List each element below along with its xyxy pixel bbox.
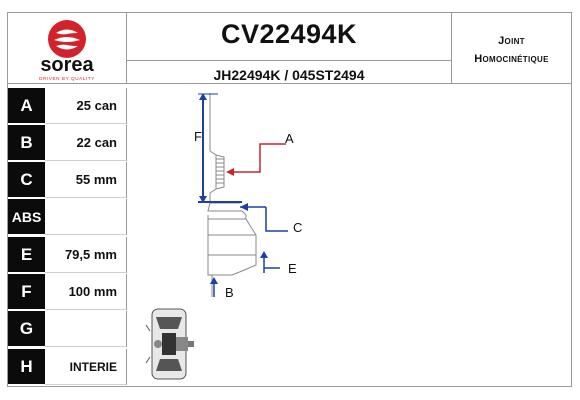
joint-section-icon (145, 308, 194, 380)
spec-value-f: 100 mm (45, 274, 127, 310)
brand-name: sorea (40, 54, 94, 76)
reference-numbers: JH22494K / 045ST2494 (213, 67, 365, 83)
product-type-line2: Homocinétique (474, 53, 549, 65)
spec-value-g (45, 311, 127, 347)
spec-letter-abs: ABS (8, 199, 45, 235)
product-type-line1: Joint (498, 35, 525, 47)
label-c: C (293, 220, 302, 235)
title-divider (127, 60, 451, 61)
dimension-b: B (210, 277, 234, 300)
spec-letter-c: C (8, 162, 45, 198)
spec-value-abs (45, 199, 127, 235)
spec-value-b: 22 can (45, 125, 127, 161)
spec-value-a: 25 can (45, 88, 127, 124)
sorea-logo: sorea DRIVEN BY QUALITY (39, 20, 95, 81)
part-number: CV22494K (220, 19, 358, 49)
dimension-c: C (240, 203, 302, 235)
spec-letter-f: F (8, 274, 45, 310)
brand-tagline: DRIVEN BY QUALITY (39, 76, 95, 81)
spec-value-c: 55 mm (45, 162, 127, 198)
label-a: A (285, 131, 294, 146)
spec-letter-a: A (8, 88, 45, 124)
spline-threads (216, 158, 224, 184)
spec-letter-g: G (8, 311, 45, 347)
dimension-f: F (194, 93, 242, 203)
label-b: B (225, 285, 234, 300)
spec-letter-h: H (8, 349, 45, 385)
title-cell: CV22494K JH22494K / 045ST2494 (127, 13, 452, 84)
spec-letter-e: E (8, 237, 45, 273)
dimension-a: A (226, 131, 294, 176)
spec-value-e: 79,5 mm (45, 237, 127, 273)
joint-profile (207, 93, 257, 297)
product-type-cell: Joint Homocinétique (452, 13, 571, 84)
cv-joint-drawing: F A C E B (145, 93, 302, 380)
dimension-e: E (260, 251, 297, 276)
spec-letter-b: B (8, 125, 45, 161)
label-f: F (194, 129, 202, 144)
spec-value-h: INTERIE (45, 349, 127, 385)
label-e: E (288, 261, 297, 276)
brand-logo-cell: sorea DRIVEN BY QUALITY (8, 13, 127, 84)
sheet-frame (7, 12, 572, 387)
